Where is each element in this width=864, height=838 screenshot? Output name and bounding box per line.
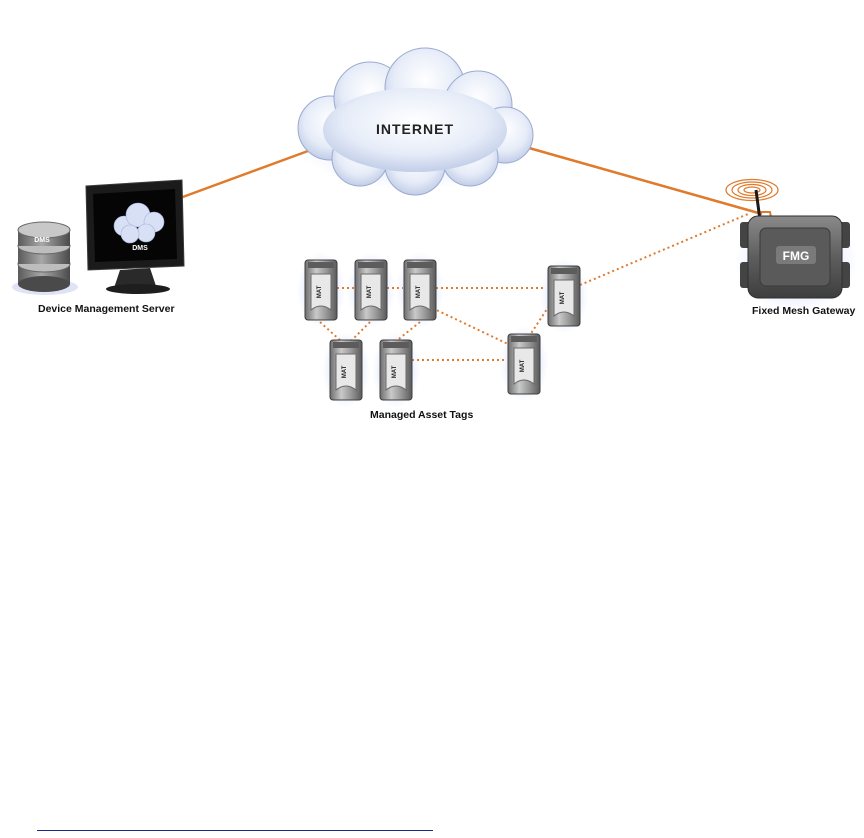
asset-tag-device: MAT xyxy=(297,252,345,328)
monitor-icon: DMS xyxy=(86,180,184,294)
gateway-caption: Fixed Mesh Gateway xyxy=(752,305,855,317)
asset-tags: MAT MAT MAT MAT MAT MAT MAT xyxy=(297,252,588,408)
asset-tag-device: MAT xyxy=(322,332,370,408)
link-internet-gateway xyxy=(522,146,762,214)
internet-label: INTERNET xyxy=(376,121,454,137)
asset-tag-label: MAT xyxy=(560,291,566,304)
server-caption: Device Management Server xyxy=(38,303,175,315)
asset-tag-label: MAT xyxy=(520,359,526,372)
link-server-internet xyxy=(180,151,308,198)
asset-tag-label: MAT xyxy=(392,365,398,378)
internet-cloud: INTERNET xyxy=(295,48,535,195)
wifi-signal-icon xyxy=(726,180,778,201)
tags-caption: Managed Asset Tags xyxy=(370,409,473,421)
asset-tag-label: MAT xyxy=(342,365,348,378)
gateway-label: FMG xyxy=(783,249,810,263)
asset-tag-label: MAT xyxy=(367,285,373,298)
asset-tag-device: MAT xyxy=(372,332,420,408)
asset-tag-device: MAT xyxy=(500,326,548,402)
asset-tag-device: MAT xyxy=(540,258,588,334)
asset-tag-device: MAT xyxy=(347,252,395,328)
database-label: DMS xyxy=(34,237,50,244)
asset-tag-device: MAT xyxy=(396,252,444,328)
database-icon: DMS xyxy=(12,222,78,295)
footnote-rule xyxy=(37,830,433,831)
asset-tag-label: MAT xyxy=(317,285,323,298)
asset-tag-label: MAT xyxy=(416,285,422,298)
monitor-label: DMS xyxy=(132,245,148,252)
gateway-icon: FMG xyxy=(726,180,858,313)
